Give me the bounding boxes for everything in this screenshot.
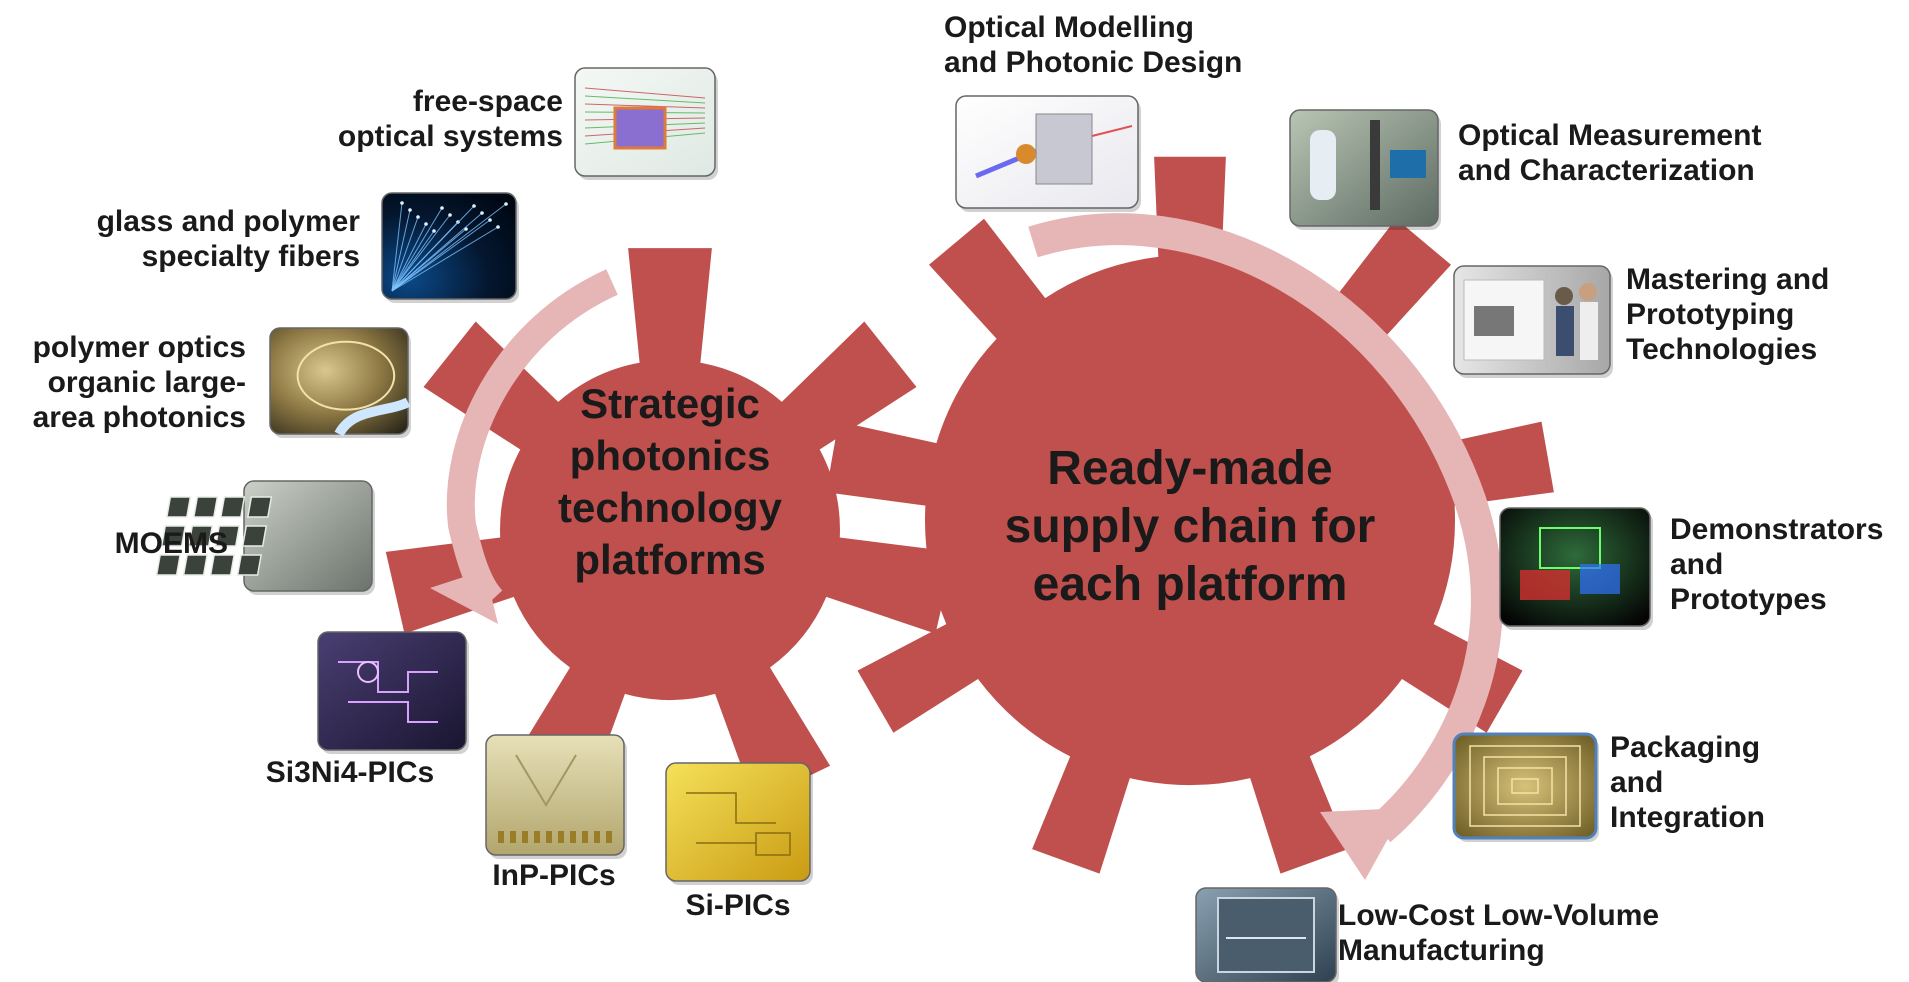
supply-label-demonstrators: Demonstrators and Prototypes [1670, 513, 1884, 616]
left-gear-line: Strategic [580, 380, 760, 427]
left-gear-line: technology [557, 484, 782, 531]
supply-label-manufacturing: Low-Cost Low-Volume Manufacturing [1338, 899, 1660, 967]
supply-label-packaging: Packaging and Integration [1610, 731, 1765, 834]
supply-label-modelling: Optical Modelling and Photonic Design [944, 11, 1243, 79]
optical-fibers-photo-icon [381, 192, 519, 303]
thumbnails-layer [155, 67, 1653, 982]
left-arrow-head [430, 570, 498, 624]
platform-label-si: Si-PICs [685, 889, 791, 922]
si-chip-photo-icon [665, 762, 813, 885]
demonstrator-photo-icon [1499, 507, 1653, 630]
right-gear-line: supply chain for [1004, 500, 1376, 553]
platform-label-inp: InP-PICs [492, 859, 616, 892]
right-gear-line: Ready-made [1047, 442, 1333, 495]
packaged-chip-photo-icon [1452, 732, 1599, 842]
supply-label-mastering: Mastering and Prototyping Technologies [1626, 263, 1830, 366]
prototyping-machine-photo-icon [1453, 265, 1613, 378]
left-gear [385, 248, 955, 803]
platform-label-moems: MOEMS [114, 527, 228, 560]
optical-design-render-icon [955, 95, 1141, 212]
platform-label-si3n4: Si3Ni4-PICs [265, 756, 435, 789]
left-gear-line: photonics [569, 432, 771, 479]
manufacturing-equipment-photo-icon [1195, 887, 1339, 982]
moems-chip-photo-icon [155, 480, 375, 595]
right-cycle-arrow [1028, 213, 1503, 843]
platform-label-fibers: glass and polymer specialty fibers [96, 205, 360, 273]
right-arrow-head [1320, 808, 1405, 880]
arrows-layer [430, 213, 1503, 880]
free-space-optics-photo-icon [574, 67, 718, 180]
platform-label-polymer: polymer optics organic large- area photo… [32, 331, 246, 434]
supply-label-measurement: Optical Measurement and Characterization [1458, 119, 1762, 187]
si3n4-chip-photo-icon [317, 631, 469, 754]
right-gear-line: each platform [1032, 558, 1348, 611]
right-gear-label: Ready-made supply chain for each platfor… [980, 440, 1400, 614]
lab-measurement-photo-icon [1289, 109, 1441, 230]
platform-label-free-space: free-space optical systems [337, 85, 563, 153]
inp-chip-photo-icon [485, 734, 627, 859]
left-gear-line: platforms [574, 536, 766, 583]
left-gear-label: Strategic photonics technology platforms [520, 378, 820, 586]
polymer-optics-photo-icon [269, 327, 411, 438]
